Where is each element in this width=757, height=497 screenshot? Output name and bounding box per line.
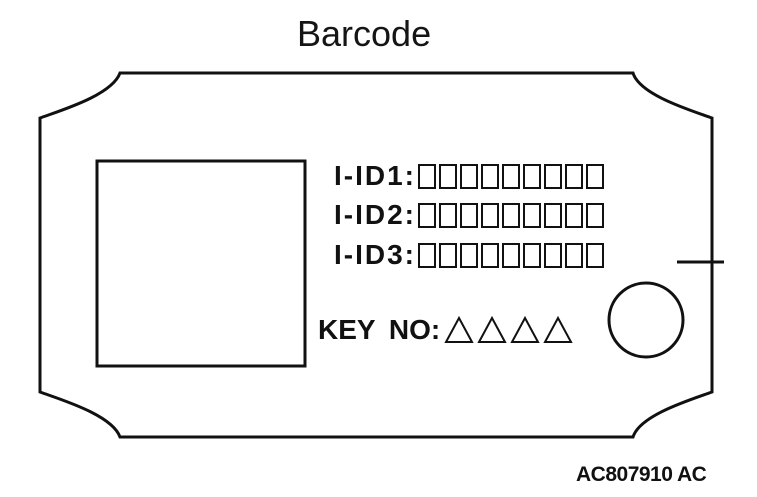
digit-box xyxy=(481,202,499,228)
triangle-icon xyxy=(510,315,540,343)
digit-box xyxy=(460,163,478,189)
barcode-area xyxy=(95,159,307,368)
barcode-title: Barcode xyxy=(297,13,432,54)
digit-box xyxy=(418,163,436,189)
key-hole xyxy=(607,281,685,359)
digit-box xyxy=(544,242,562,268)
digit-box xyxy=(565,242,583,268)
label-outline xyxy=(38,71,714,439)
digit-box xyxy=(439,163,457,189)
digit-box xyxy=(418,202,436,228)
triangle-icon xyxy=(444,315,474,343)
digit-box xyxy=(544,163,562,189)
id-label-1: I-ID1: xyxy=(334,160,416,191)
digit-box xyxy=(439,242,457,268)
digit-box xyxy=(481,163,499,189)
digit-box xyxy=(460,202,478,228)
figure-code: AC807910 AC xyxy=(576,463,707,486)
key-no-triangles xyxy=(444,315,576,345)
digit-box xyxy=(439,202,457,228)
id-label-2: I-ID2: xyxy=(334,199,416,230)
triangle-icon xyxy=(543,315,573,343)
id-digit-boxes-3 xyxy=(418,242,607,268)
digit-box xyxy=(523,163,541,189)
digit-box xyxy=(418,242,436,268)
digit-box xyxy=(586,202,604,228)
digit-box xyxy=(523,202,541,228)
id-row-2: I-ID2: xyxy=(334,199,607,231)
digit-box xyxy=(502,202,520,228)
id-row-1: I-ID1: xyxy=(334,160,607,192)
digit-box xyxy=(586,163,604,189)
digit-box xyxy=(460,242,478,268)
digit-box xyxy=(586,242,604,268)
id-label-3: I-ID3: xyxy=(334,239,416,270)
digit-box xyxy=(523,242,541,268)
digit-box xyxy=(565,163,583,189)
key-no-label: KEY NO: xyxy=(318,314,441,345)
triangle-icon xyxy=(477,315,507,343)
id-row-3: I-ID3: xyxy=(334,239,607,271)
id-digit-boxes-2 xyxy=(418,202,607,228)
id-digit-boxes-1 xyxy=(418,163,607,189)
digit-box xyxy=(565,202,583,228)
digit-box xyxy=(481,242,499,268)
digit-box xyxy=(502,163,520,189)
digit-box xyxy=(544,202,562,228)
key-no-row: KEY NO: xyxy=(318,312,576,348)
digit-box xyxy=(502,242,520,268)
